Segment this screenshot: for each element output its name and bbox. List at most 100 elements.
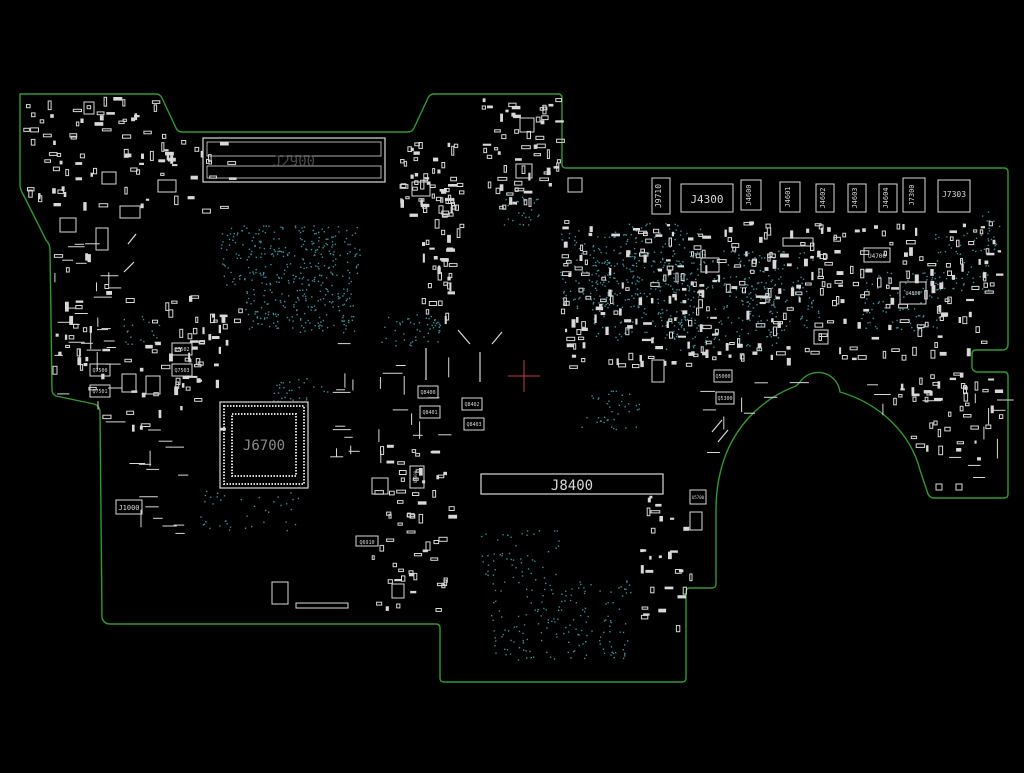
via bbox=[694, 319, 696, 321]
connector-j9710[interactable]: J9710 bbox=[651, 177, 671, 215]
via bbox=[738, 254, 740, 256]
via bbox=[495, 600, 497, 602]
via bbox=[995, 243, 998, 246]
part-q7500[interactable]: Q7500 bbox=[89, 363, 111, 377]
connector-j4601[interactable]: J4601 bbox=[779, 181, 801, 213]
smd-part bbox=[618, 363, 627, 368]
via bbox=[527, 224, 530, 226]
via bbox=[596, 421, 598, 424]
smd-part bbox=[149, 150, 154, 161]
connector-j4300[interactable]: J4300 bbox=[680, 183, 734, 213]
via bbox=[293, 306, 295, 308]
part-j1000[interactable]: J1000 bbox=[115, 499, 143, 515]
via bbox=[774, 284, 776, 287]
smd-part bbox=[810, 255, 814, 259]
via bbox=[584, 590, 586, 593]
smd-part bbox=[195, 316, 199, 323]
part-u4800[interactable]: U4800 bbox=[899, 281, 927, 305]
part-q5300[interactable]: Q5300 bbox=[715, 391, 735, 405]
connector-j2900[interactable]: J2900 bbox=[202, 137, 386, 183]
connector-j4600[interactable]: J4600 bbox=[740, 179, 762, 211]
smd-part bbox=[811, 271, 814, 281]
via bbox=[576, 259, 578, 261]
via bbox=[342, 295, 344, 297]
via bbox=[633, 256, 635, 258]
via bbox=[219, 525, 221, 527]
via bbox=[623, 265, 625, 267]
part-q6910[interactable]: Q6910 bbox=[355, 535, 379, 547]
smd-part bbox=[806, 228, 810, 233]
part-q8402[interactable]: Q8402 bbox=[461, 397, 483, 411]
part-q8401[interactable]: Q8401 bbox=[419, 405, 441, 419]
part-q5000[interactable]: Q5000 bbox=[713, 369, 733, 383]
smd-part bbox=[990, 405, 994, 414]
via bbox=[619, 322, 622, 324]
part-q7501[interactable]: Q7501 bbox=[89, 384, 111, 398]
part-q8403[interactable]: Q8403 bbox=[463, 417, 485, 431]
smd-part bbox=[418, 513, 424, 524]
via bbox=[318, 316, 321, 319]
via bbox=[258, 496, 260, 499]
via bbox=[598, 302, 600, 304]
smd-part bbox=[762, 295, 769, 299]
via bbox=[518, 581, 520, 584]
smd-part bbox=[79, 364, 84, 371]
via bbox=[599, 640, 601, 642]
via bbox=[932, 326, 935, 328]
smd-part bbox=[397, 522, 403, 526]
via bbox=[760, 298, 762, 300]
connector-j4602[interactable]: J4602 bbox=[815, 183, 835, 213]
part-u5700[interactable]: U5700 bbox=[689, 489, 707, 505]
connector-j7303[interactable]: J7303 bbox=[937, 179, 971, 213]
smd-part bbox=[705, 349, 709, 358]
via bbox=[223, 495, 226, 497]
part-q7503[interactable]: Q7503 bbox=[171, 363, 193, 377]
via bbox=[774, 306, 776, 308]
smd-part bbox=[494, 129, 501, 133]
smd-part bbox=[672, 293, 677, 298]
via bbox=[592, 397, 595, 399]
smd-part bbox=[930, 374, 935, 379]
connector-j4604[interactable]: J4604 bbox=[878, 183, 898, 213]
via bbox=[318, 236, 320, 239]
via bbox=[790, 306, 793, 308]
via bbox=[526, 638, 528, 641]
via bbox=[331, 236, 333, 238]
connector-j7300[interactable]: J7300 bbox=[902, 177, 926, 213]
via bbox=[659, 232, 661, 234]
via bbox=[608, 304, 611, 306]
part-u4700[interactable]: U4700 bbox=[863, 247, 891, 263]
via bbox=[599, 590, 601, 592]
via bbox=[697, 330, 700, 332]
via bbox=[955, 250, 957, 253]
via bbox=[337, 226, 340, 228]
q8400-label: Q8400 bbox=[420, 390, 435, 396]
via bbox=[913, 293, 915, 296]
part-q7502[interactable]: Q7502 bbox=[171, 342, 193, 356]
via bbox=[624, 233, 626, 236]
via bbox=[609, 641, 611, 643]
part-u8000[interactable]: U8000 bbox=[409, 465, 425, 489]
smd-part bbox=[500, 113, 503, 122]
connector-j8400[interactable]: J8400 bbox=[480, 473, 664, 495]
smd-part bbox=[640, 565, 644, 574]
via bbox=[747, 284, 749, 286]
connector-j4603[interactable]: J4603 bbox=[847, 183, 867, 213]
via bbox=[743, 278, 746, 281]
via bbox=[607, 419, 609, 421]
via bbox=[798, 257, 801, 259]
via bbox=[354, 232, 357, 234]
smd-part bbox=[441, 162, 446, 169]
smd-part bbox=[941, 312, 949, 317]
via bbox=[683, 328, 685, 330]
via bbox=[408, 318, 410, 320]
via bbox=[641, 279, 643, 281]
bga-j6700[interactable]: J6700 bbox=[219, 401, 309, 489]
via bbox=[878, 301, 880, 303]
via bbox=[680, 310, 683, 312]
via bbox=[529, 650, 531, 653]
part-q8400[interactable]: Q8400 bbox=[417, 385, 439, 399]
smd-part bbox=[539, 177, 549, 182]
